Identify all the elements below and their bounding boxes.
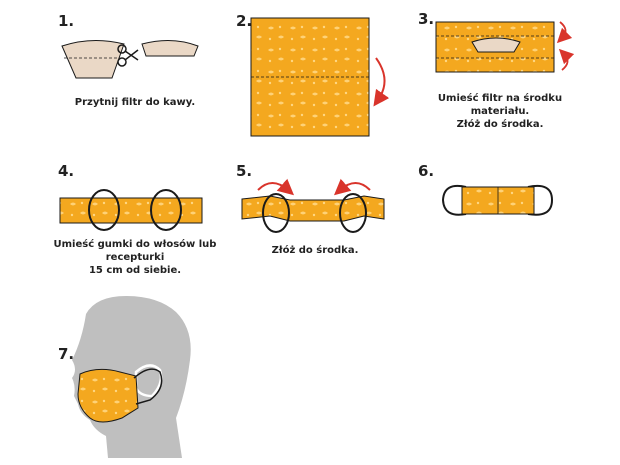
fold-arrow-icon (333, 178, 371, 196)
scissors-icon (117, 44, 139, 67)
fold-arrow-icon (373, 57, 390, 107)
step-number: 5. (236, 162, 253, 180)
rubber-band-left (88, 189, 120, 231)
step-6-illustration (441, 184, 554, 216)
fold-arrow-icon (257, 178, 295, 196)
step-2-illustration (250, 17, 390, 137)
step-4-illustration (59, 189, 203, 231)
ear-loop (133, 368, 163, 405)
step-number: 2. (236, 12, 253, 30)
step-7-illustration (72, 296, 191, 458)
worn-mask (77, 368, 139, 423)
folded-fabric-strip (59, 197, 203, 224)
coffee-filter-left (61, 40, 125, 79)
step-number: 4. (58, 162, 75, 180)
fold-arrow-icon (558, 48, 575, 71)
step-caption: Umieść filtr na środku materiału. Złóż d… (437, 93, 563, 130)
ear-loop-left (441, 184, 467, 216)
fabric-square (250, 17, 370, 137)
rubber-band-left (262, 193, 290, 233)
step-caption: Przytnij filtr do kawy. (74, 97, 196, 108)
rubber-band-right (339, 193, 367, 233)
step-caption: Złóż do środka. (271, 245, 359, 256)
step-number: 1. (58, 12, 75, 30)
coffee-filter-right (141, 40, 199, 57)
step-number: 3. (418, 10, 435, 28)
rubber-band-right (150, 189, 182, 231)
step-3-illustration (435, 21, 575, 73)
step-5-illustration (241, 178, 385, 233)
step-number: 6. (418, 162, 435, 180)
fold-arrow-icon (556, 21, 573, 44)
coffee-filter (471, 37, 521, 53)
step-1-illustration (61, 40, 199, 79)
ear-icon (134, 364, 163, 398)
step-number: 7. (58, 345, 75, 363)
ear-loop-right (527, 184, 554, 216)
step-caption: Umieść gumki do włosów lub recepturki 15… (53, 239, 217, 276)
folding-fabric-strip (241, 195, 385, 222)
